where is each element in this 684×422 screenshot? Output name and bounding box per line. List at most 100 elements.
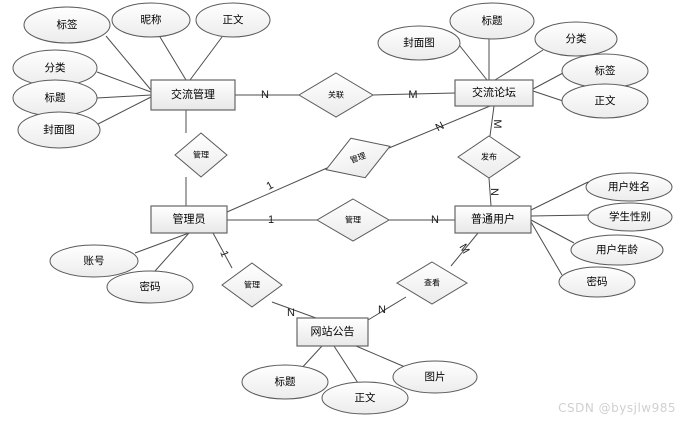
attribute-ellipse-shape — [570, 234, 664, 266]
attribute-attr-biaoqian-2[interactable]: 标签 — [561, 53, 649, 89]
cardinality-marker: 1 — [217, 249, 230, 259]
attribute-ellipse-shape — [587, 202, 673, 232]
relationship-label: 关联 — [328, 90, 344, 100]
cardinality-marker: N — [378, 304, 386, 316]
attribute-label: 正文 — [595, 94, 616, 107]
attribute-label: 正文 — [223, 13, 244, 26]
entity-wangzhan_gonggao[interactable]: 网站公告 — [296, 317, 369, 347]
connector-line — [450, 232, 479, 267]
connector-line — [530, 214, 591, 217]
attribute-label: 正文 — [355, 391, 376, 404]
connector-line — [97, 96, 152, 125]
attribute-attr-biaoti-1[interactable]: 标题 — [12, 79, 98, 117]
cardinality-marker: M — [457, 242, 472, 256]
connector-line — [355, 345, 406, 368]
relationship-rel-fabu[interactable]: 发布 — [457, 135, 521, 179]
relationship-diamond-shape — [316, 198, 390, 242]
relationship-diamond-shape — [325, 137, 391, 179]
cardinality-marker: 1 — [264, 179, 275, 192]
connector-line — [489, 105, 495, 137]
attribute-attr-biaoqian-1[interactable]: 标签 — [23, 6, 111, 44]
attribute-label: 用户年龄 — [596, 243, 638, 256]
connector-line — [488, 177, 492, 207]
attribute-attr-fengmiantu-1[interactable]: 封面图 — [17, 111, 101, 149]
attribute-attr-tupian[interactable]: 图片 — [392, 360, 478, 394]
relationship-label: 发布 — [481, 152, 497, 162]
attribute-ellipse-shape — [111, 2, 191, 38]
attribute-label: 密码 — [587, 275, 608, 288]
csdn-watermark: CSDN @bysjlw985 — [558, 401, 676, 415]
attribute-attr-zhengwen-3[interactable]: 正文 — [321, 381, 409, 415]
connector-line — [494, 49, 544, 81]
cardinality-marker: N — [287, 307, 295, 319]
connector-line — [105, 35, 152, 91]
relationship-rel-guanli-diag[interactable]: 管理 — [319, 127, 397, 190]
attribute-attr-fengmiantu-2[interactable]: 封面图 — [377, 25, 461, 61]
entity-putong_yonghu[interactable]: 普通用户 — [454, 205, 532, 234]
attribute-ellipse-shape — [449, 2, 535, 40]
attribute-attr-zhengwen-2[interactable]: 正文 — [561, 83, 649, 119]
entity-jiaoliu_luntan[interactable]: 交流论坛 — [454, 79, 534, 107]
attribute-attr-mima-2[interactable]: 密码 — [558, 266, 636, 298]
cardinality-marker: N — [261, 89, 269, 101]
relationship-rel-guanli-top[interactable]: 管理 — [174, 132, 228, 178]
connector-line — [159, 36, 187, 81]
relationship-diamond-shape — [298, 72, 374, 118]
entity-box-shape — [150, 205, 228, 234]
relationship-rel-chakan[interactable]: 查看 — [396, 261, 468, 305]
attribute-attr-nicheng[interactable]: 昵称 — [111, 2, 191, 38]
entity-box-shape — [454, 79, 534, 107]
attribute-ellipse-shape — [321, 381, 409, 415]
cardinality-marker: N — [488, 188, 500, 196]
relationship-label: 查看 — [424, 278, 440, 288]
attribute-label: 用户姓名 — [608, 180, 650, 193]
attribute-attr-mima-1[interactable]: 密码 — [106, 270, 194, 304]
relationship-diamond-shape — [221, 262, 283, 308]
attribute-label: 学生性别 — [609, 210, 651, 223]
entity-guanliyuan[interactable]: 管理员 — [150, 205, 228, 234]
relationship-rel-guanli-mid[interactable]: 管理 — [316, 198, 390, 242]
entity-label: 普通用户 — [471, 212, 515, 226]
attribute-ellipses-group: 标签昵称正文分类标题封面图封面图标题分类标签正文账号密码用户姓名学生性别用户年龄… — [12, 2, 673, 415]
attribute-ellipse-shape — [106, 270, 194, 304]
connector-line — [530, 181, 589, 211]
attribute-attr-xuesheng-xingbie[interactable]: 学生性别 — [587, 202, 673, 232]
attribute-label: 分类 — [566, 32, 587, 45]
relationship-diamonds-group: 关联管理管理发布管理管理查看 — [174, 72, 521, 308]
connector-line — [189, 36, 223, 81]
attribute-label: 分类 — [45, 61, 66, 74]
attribute-attr-yonghu-xingming[interactable]: 用户姓名 — [585, 172, 673, 202]
attribute-attr-fenlei-2[interactable]: 分类 — [534, 21, 618, 57]
entity-box-shape — [296, 317, 369, 347]
attribute-label: 密码 — [140, 280, 161, 293]
entity-label: 网站公告 — [311, 324, 355, 338]
attribute-label: 图片 — [425, 370, 446, 383]
attribute-attr-yonghu-nianling[interactable]: 用户年龄 — [570, 234, 664, 266]
attribute-attr-biaoti-2[interactable]: 标题 — [449, 2, 535, 40]
attribute-attr-zhengwen-1[interactable]: 正文 — [195, 2, 271, 38]
relationship-label: 管理 — [345, 215, 361, 225]
connector-line — [532, 72, 564, 90]
relationship-rel-guanli-bottom[interactable]: 管理 — [221, 262, 283, 308]
attribute-attr-zhanghao[interactable]: 账号 — [49, 244, 139, 278]
connector-line — [530, 219, 575, 244]
entity-jiaoliu_guanli[interactable]: 交流管理 — [150, 79, 236, 111]
entity-box-shape — [150, 79, 236, 111]
connector-line — [96, 71, 152, 93]
relationship-label: 管理 — [244, 280, 260, 290]
attribute-label: 标题 — [482, 15, 503, 27]
relationship-rel-guanlian[interactable]: 关联 — [298, 72, 374, 118]
relationship-label: 管理 — [193, 150, 209, 160]
relationship-diamond-shape — [457, 135, 521, 179]
entity-box-shape — [454, 205, 532, 234]
attribute-ellipse-shape — [49, 244, 139, 278]
attribute-attr-biaoti-3[interactable]: 标题 — [241, 364, 329, 400]
attribute-label: 账号 — [84, 255, 105, 267]
entity-label: 管理员 — [173, 212, 206, 226]
attribute-ellipse-shape — [23, 6, 111, 44]
attribute-label: 昵称 — [141, 13, 162, 26]
connector-line — [333, 345, 359, 384]
cardinality-marker: N — [434, 120, 447, 134]
cardinality-marker: 1 — [268, 214, 274, 226]
